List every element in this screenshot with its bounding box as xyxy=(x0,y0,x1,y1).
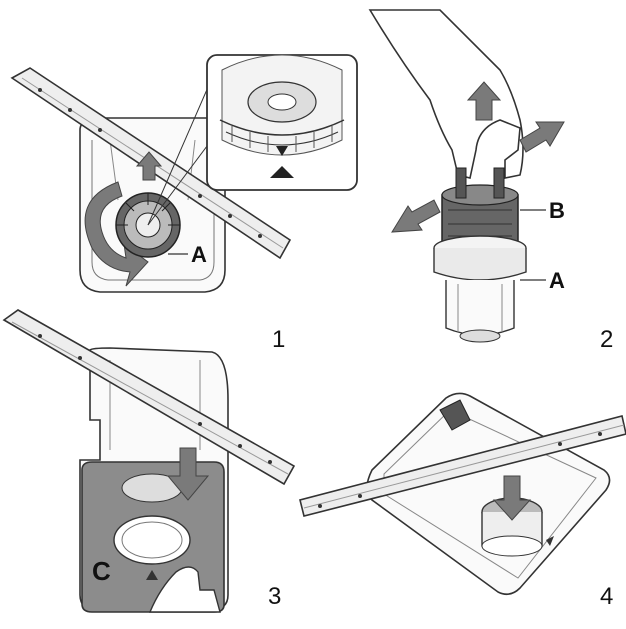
align-marker-bottom-icon xyxy=(270,166,294,178)
spray-arm-step4 xyxy=(299,415,626,517)
callout-c: C xyxy=(92,556,111,586)
detail-inset xyxy=(206,54,358,191)
hand-illustration xyxy=(368,9,524,179)
step-3-illustration: C xyxy=(2,309,296,613)
filter-a-step2 xyxy=(433,235,527,343)
rotate-arrow-icon xyxy=(84,181,149,287)
align-marker-top-icon xyxy=(276,146,288,156)
callout-b: B xyxy=(549,198,565,223)
filter-b xyxy=(441,167,519,244)
squeeze-arrow-right-icon xyxy=(519,121,565,153)
down-arrow-icon-step3 xyxy=(166,447,210,501)
tub-outline-step4 xyxy=(366,392,611,596)
up-arrow-icon-step2 xyxy=(466,81,502,121)
step-number-1: 1 xyxy=(272,326,285,353)
step-4-illustration xyxy=(299,392,626,596)
step-1-illustration: A xyxy=(10,54,358,293)
step-number-4: 4 xyxy=(600,583,613,610)
step-number-2: 2 xyxy=(600,326,613,353)
callout-a-step2: A xyxy=(549,268,565,293)
squeeze-arrow-left-icon xyxy=(391,199,441,233)
down-arrow-icon-step4 xyxy=(492,475,532,521)
step-number-3: 3 xyxy=(268,583,281,610)
step-2-illustration: B A xyxy=(368,9,565,343)
hand-step3 xyxy=(148,566,221,613)
spray-arm-step3 xyxy=(2,309,296,486)
up-arrow-icon xyxy=(135,151,163,181)
callout-a-step1: A xyxy=(191,242,207,267)
